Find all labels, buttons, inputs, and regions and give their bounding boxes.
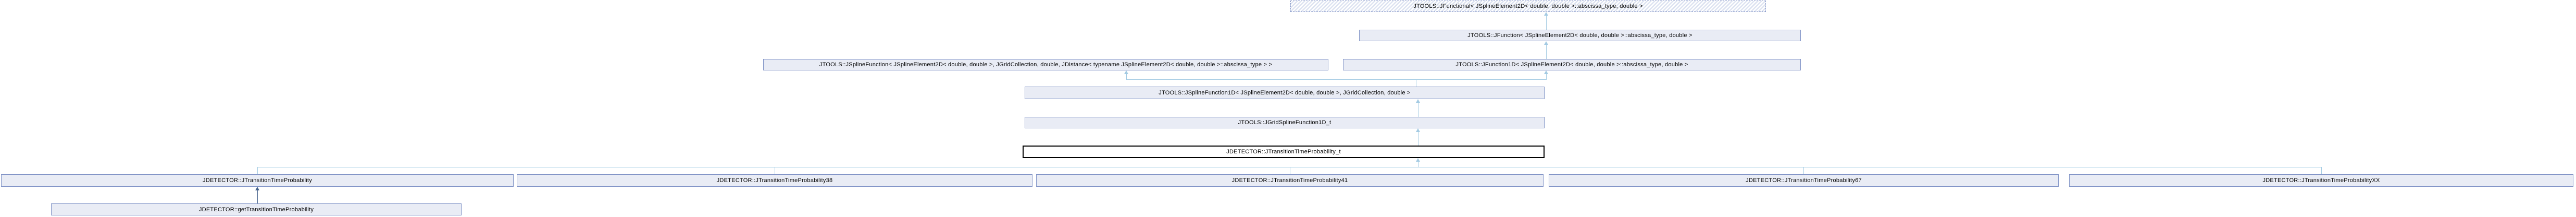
node-jdetector-gettransitiontimeprobability[interactable]: JDETECTOR::getTransitionTimeProbability: [51, 203, 462, 215]
edge-riser-to-jfunction1d: [1546, 74, 1547, 79]
node-jtools-jfunction[interactable]: JTOOLS::JFunction< JSplineElement2D< dou…: [1359, 30, 1801, 41]
node-jdetector-jtransitiontimeprobability[interactable]: JDETECTOR::JTransitionTimeProbability: [1, 174, 514, 187]
arrowhead-jfunction-to-jfunctional: [1544, 12, 1548, 16]
node-jdetector-jtransitiontimeprobability-t-current: JDETECTOR::JTransitionTimeProbability_t: [1023, 146, 1545, 158]
edge-bus-jsplinefunction1d-parents: [1126, 79, 1547, 80]
arrowhead-jsplinefunction1d-to-jsplinefunction: [1124, 70, 1128, 74]
arrowhead-jfunction1d-to-jfunction: [1544, 41, 1548, 45]
node-jdetector-jtransitiontimeprobability67[interactable]: JDETECTOR::JTransitionTimeProbability67: [1549, 174, 2059, 187]
arrowhead-jgridsplinefunction1d-to-jsplinefunction1d: [1416, 99, 1420, 103]
edge-riser-from-ttp: [257, 167, 258, 174]
node-jtools-jgridsplinefunction1d-t[interactable]: JTOOLS::JGridSplineFunction1D_t: [1025, 117, 1545, 128]
edge-riser-from-ttp67: [1803, 167, 1804, 174]
arrowhead-jsplinefunction1d-to-jfunction1d: [1544, 70, 1548, 74]
node-jdetector-jtransitiontimeprobabilityxx[interactable]: JDETECTOR::JTransitionTimeProbabilityXX: [2069, 174, 2573, 187]
node-jtools-jfunction1d[interactable]: JTOOLS::JFunction1D< JSplineElement2D< d…: [1343, 59, 1801, 70]
arrowhead-gettransitiontimeprobability-to-ttp: [255, 187, 259, 190]
node-jdetector-jtransitiontimeprobability38[interactable]: JDETECTOR::JTransitionTimeProbability38: [517, 174, 1032, 187]
node-jdetector-jtransitiontimeprobability41[interactable]: JDETECTOR::JTransitionTimeProbability41: [1036, 174, 1544, 187]
arrowhead-jtransitiontimeprobability-t-to-jgridsplinefunction1d: [1416, 128, 1420, 132]
arrowhead-derived-to-jtransitiontimeprobability-t: [1416, 158, 1420, 162]
node-jtools-jfunctional: JTOOLS::JFunctional< JSplineElement2D< d…: [1290, 1, 1766, 12]
edge-riser-to-jsplinefunction: [1126, 74, 1127, 79]
edge-jfunction1d-to-jfunction: [1546, 45, 1547, 59]
edge-jfunction-to-jfunctional: [1546, 16, 1547, 30]
edge-gettransitiontimeprobability-to-ttp: [257, 190, 258, 203]
edge-riser-from-ttpxx: [2321, 167, 2322, 174]
node-jtools-jsplinefunction[interactable]: JTOOLS::JSplineFunction< JSplineElement2…: [763, 59, 1328, 70]
node-jtools-jsplinefunction1d[interactable]: JTOOLS::JSplineFunction1D< JSplineElemen…: [1025, 87, 1545, 99]
